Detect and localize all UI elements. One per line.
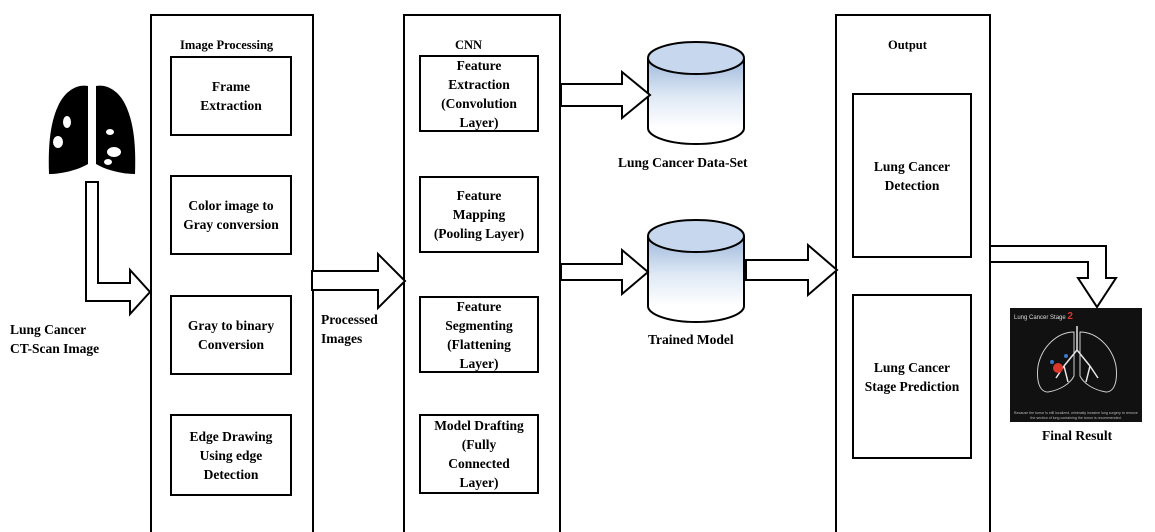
fully-connected-layer-box: Model Drafting (Fully Connected Layer) — [419, 414, 539, 494]
final-result-thumbnail: Lung Cancer Stage 2 Because the tumor is… — [1010, 308, 1142, 422]
binary-conversion-box: Gray to binary Conversion — [170, 295, 292, 375]
output-title: Output — [888, 38, 927, 52]
model-to-output-arrow — [745, 242, 839, 298]
processing-to-cnn-arrow — [311, 251, 407, 311]
frame-extraction-box: Frame Extraction — [170, 56, 292, 136]
thumbnail-caption: Because the tumor is still localized, mi… — [1014, 411, 1138, 420]
edge-drawing-box: Edge Drawing Using edge Detection — [170, 414, 292, 496]
lungs-ct-icon — [48, 84, 136, 174]
input-to-processing-arrow — [85, 181, 152, 317]
trained-model-database-icon — [647, 219, 745, 323]
dataset-database-icon — [647, 41, 745, 145]
lungs-diagram-icon — [1037, 326, 1117, 393]
flattening-layer-box: Feature Segmenting (Flattening Layer) — [419, 296, 539, 373]
stage-prediction-box: Lung Cancer Stage Prediction — [852, 294, 972, 459]
trained-model-label: Trained Model — [648, 332, 734, 347]
final-result-label: Final Result — [1042, 428, 1113, 443]
gray-conversion-box: Color image to Gray conversion — [170, 175, 292, 255]
image-processing-title: Image Processing — [180, 38, 274, 52]
thumbnail-title: Lung Cancer Stage 2 — [1014, 311, 1073, 322]
input-label: Lung Cancer CT-Scan Image — [10, 322, 100, 356]
pooling-layer-box: Feature Mapping (Pooling Layer) — [419, 176, 539, 253]
detection-box: Lung Cancer Detection — [852, 93, 972, 258]
cnn-title: CNN — [455, 38, 483, 52]
convolution-layer-box: Feature Extraction (Convolution Layer) — [419, 55, 539, 132]
cnn-to-model-arrow — [560, 247, 650, 297]
cnn-to-dataset-arrow — [560, 69, 652, 121]
processed-images-label: Processed Images — [321, 312, 378, 346]
dataset-label: Lung Cancer Data-Set — [618, 155, 748, 170]
output-to-result-arrow — [989, 245, 1118, 309]
